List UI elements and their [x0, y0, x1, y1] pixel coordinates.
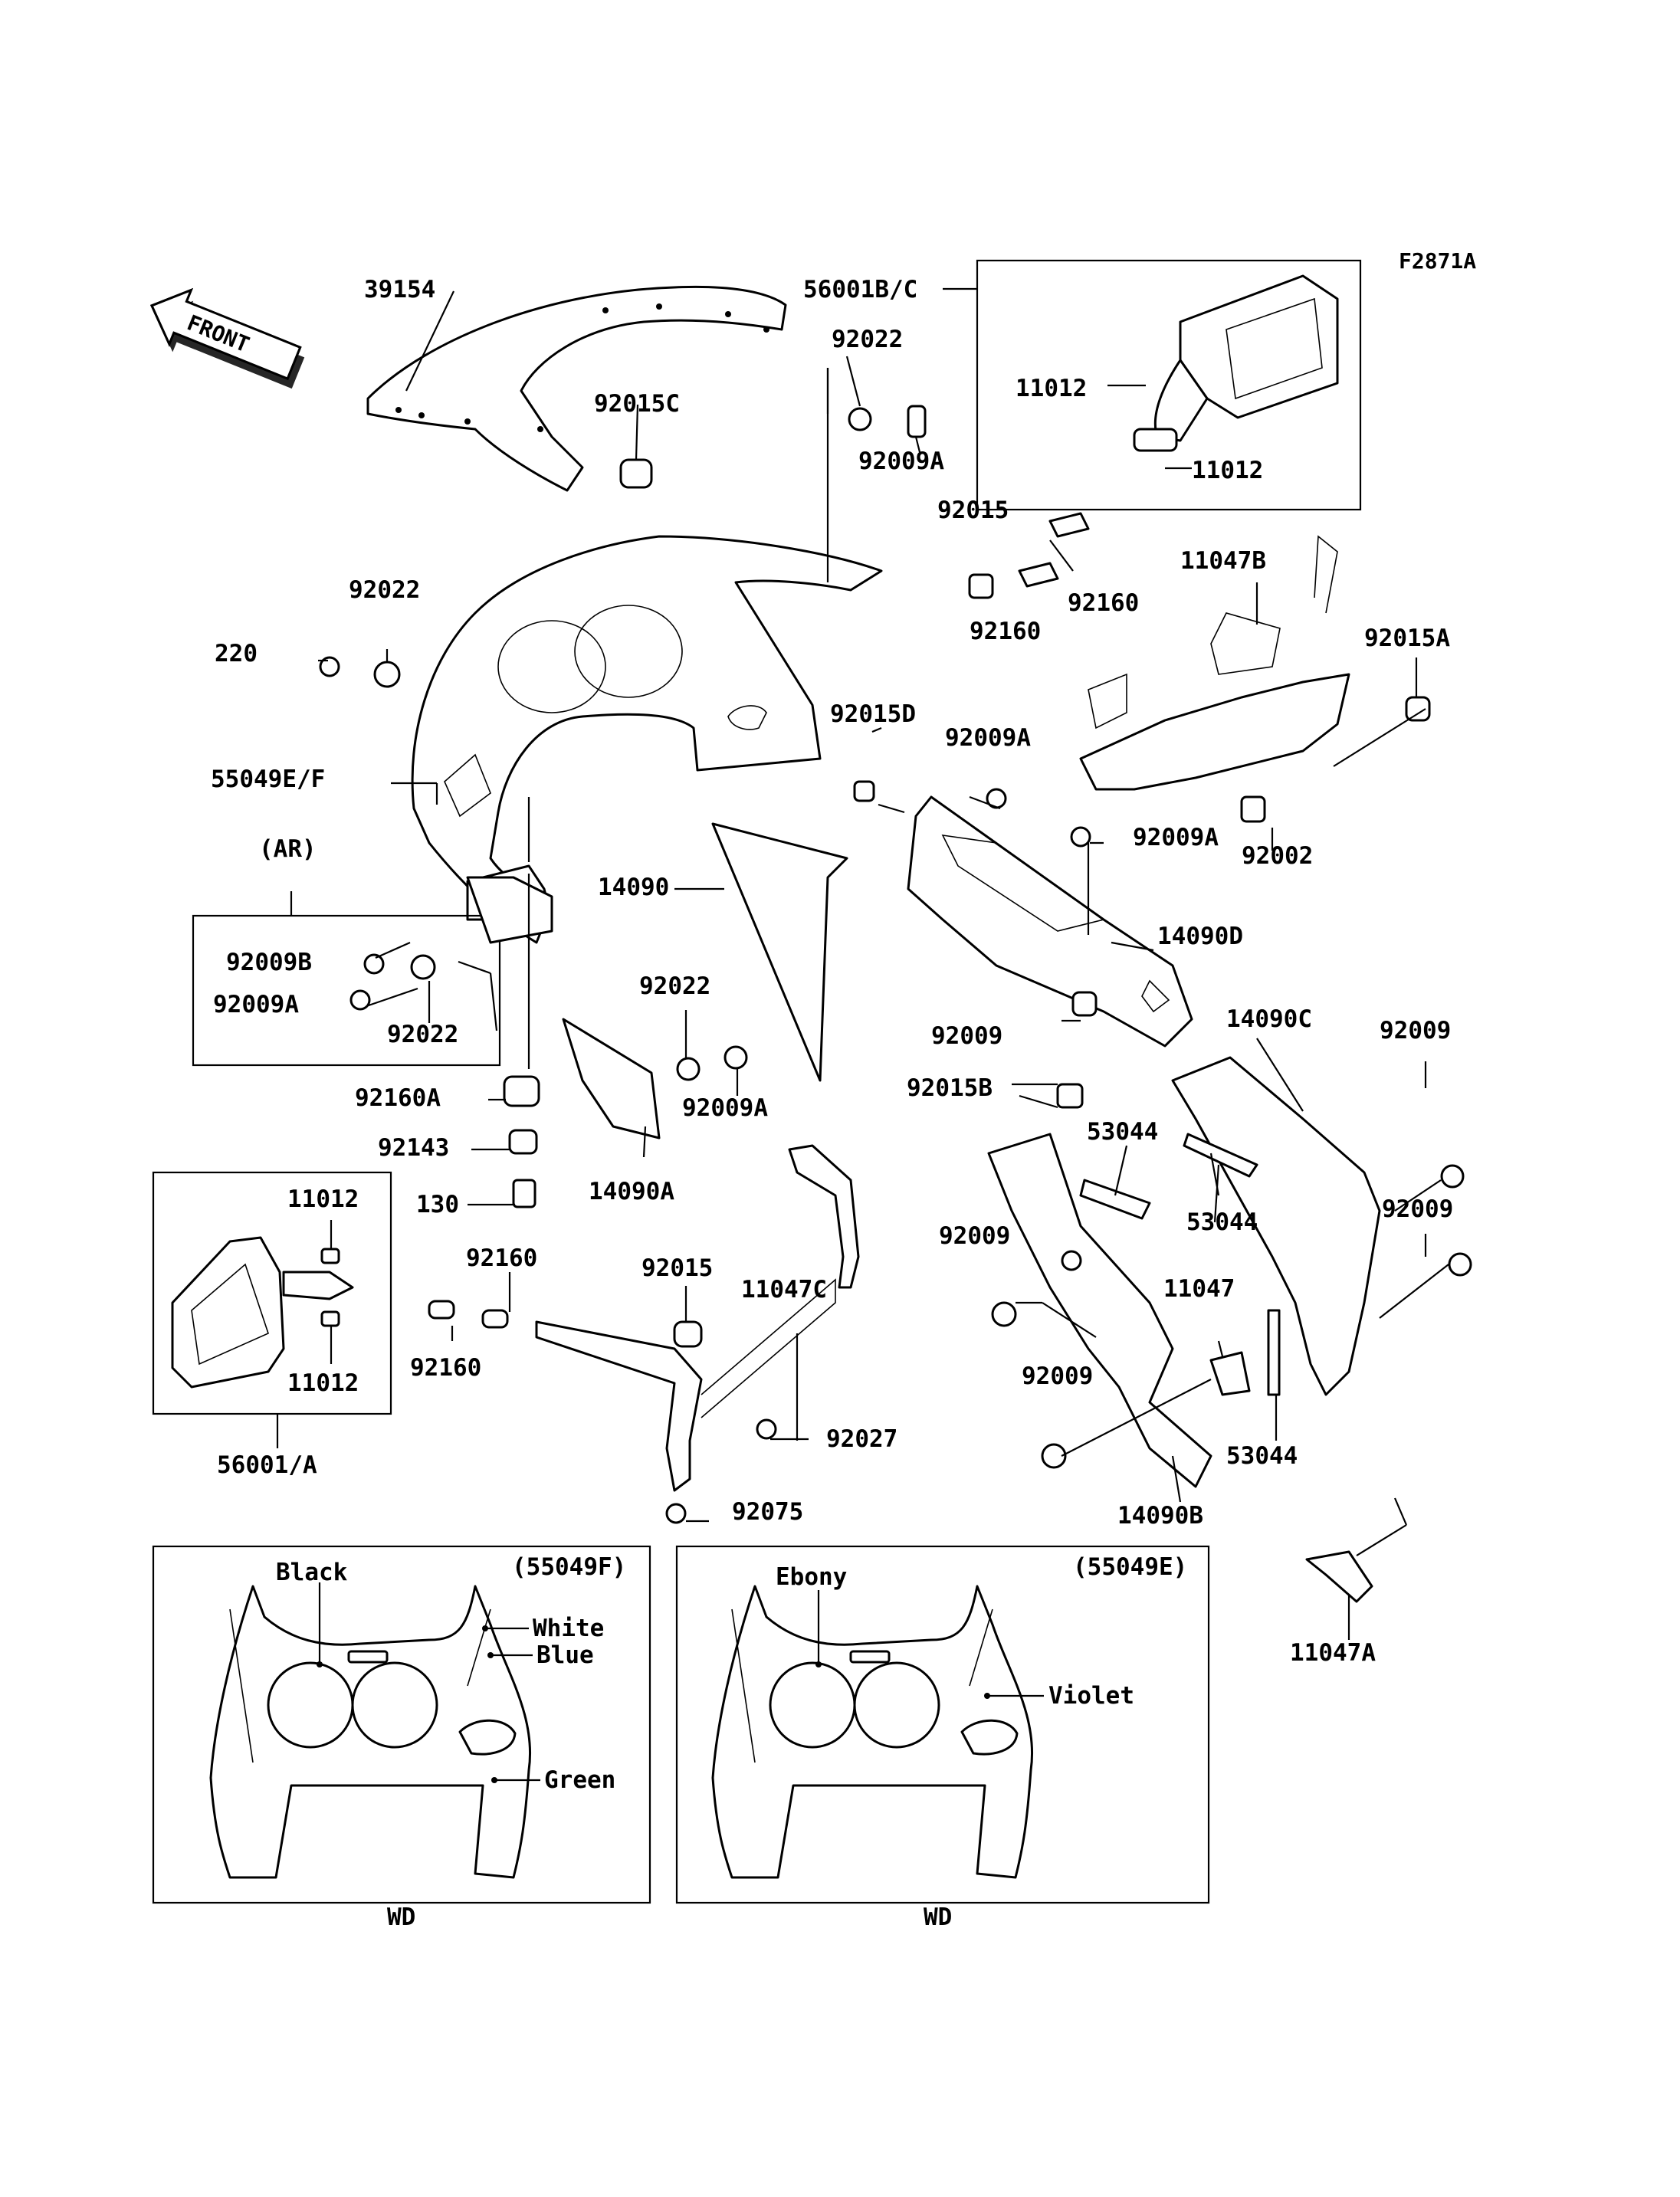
windshield-part — [366, 285, 787, 492]
part-label: 11047B — [1180, 547, 1266, 575]
part-label: 92160 — [1068, 589, 1139, 617]
color-inset-left: (55049F) Black White Blue Green WD — [152, 1545, 651, 1931]
front-arrow-icon: FRONT — [149, 287, 305, 389]
part-label: 92009 — [931, 1022, 1002, 1050]
part-label: 14090 — [598, 874, 669, 901]
part-label: 92160 — [410, 1354, 481, 1382]
part-label: 11012 — [1192, 457, 1263, 484]
side-cover-upper-part — [907, 795, 1193, 1048]
part-label: 92160 — [466, 1244, 537, 1272]
part-label: 92009A — [858, 448, 944, 475]
leader-lines — [276, 287, 1449, 1640]
hardware-icons — [319, 405, 1472, 1524]
part-label: 92009 — [1022, 1362, 1093, 1390]
lower-cowl-right-part — [1171, 1056, 1381, 1396]
mirror-right-inset — [976, 259, 1362, 511]
part-label: 92002 — [1242, 842, 1313, 870]
inset-code: (55049F) — [512, 1553, 626, 1581]
color-label: Blue — [536, 1641, 594, 1669]
part-label: 92143 — [378, 1134, 449, 1162]
mirror-right-part — [1133, 274, 1339, 452]
color-label: Violet — [1048, 1682, 1134, 1710]
part-label: 92009A — [1133, 824, 1219, 851]
inner-panel-a-part — [562, 1018, 661, 1139]
part-label: 92009B — [226, 949, 312, 976]
part-label: 11047C — [741, 1276, 827, 1303]
strip-c-part — [1267, 1309, 1281, 1396]
part-label: 92009 — [1380, 1017, 1451, 1044]
color-label: White — [533, 1615, 604, 1642]
part-label: 220 — [215, 640, 258, 667]
part-label: 92015C — [594, 390, 680, 418]
part-label: 56001B/C — [803, 276, 917, 303]
part-label: 92160A — [355, 1084, 441, 1112]
lower-cowl-left-part — [987, 1133, 1212, 1488]
part-label: 92009 — [939, 1222, 1010, 1250]
color-label: Green — [544, 1766, 615, 1794]
part-label: 11012 — [287, 1369, 359, 1397]
part-label: 11047A — [1290, 1639, 1376, 1667]
inset-footer: WD — [387, 1904, 415, 1931]
part-label: 92009A — [945, 724, 1031, 752]
part-label: 92015 — [937, 497, 1009, 524]
part-label: 11012 — [1016, 375, 1087, 402]
strip-a-part — [1079, 1179, 1151, 1220]
part-label: 92075 — [732, 1498, 803, 1526]
figure-code: F2871A — [1399, 248, 1476, 274]
part-label: 92009A — [213, 991, 299, 1018]
part-label: 14090D — [1157, 923, 1243, 950]
strip-b-part — [1183, 1133, 1258, 1178]
part-label: 92009A — [682, 1094, 768, 1122]
part-label: 39154 — [364, 276, 435, 303]
stay-part — [535, 1144, 860, 1492]
part-label: 14090C — [1226, 1005, 1312, 1033]
part-label: 130 — [416, 1191, 459, 1218]
part-label: 92015A — [1364, 625, 1450, 652]
part-label: 92022 — [639, 972, 710, 1000]
part-label: 92027 — [826, 1425, 897, 1453]
ar-inset — [192, 914, 501, 1067]
part-labels: 39154 92015C 56001B/C 92022 92009A 11012… — [211, 276, 1453, 1667]
mirror-left-inset — [152, 1171, 392, 1415]
mirror-left-part — [171, 1236, 354, 1389]
part-label: 92022 — [832, 326, 903, 353]
part-label: 11047 — [1163, 1275, 1235, 1303]
sub-frame-part — [1079, 535, 1350, 791]
part-label: 92009 — [1382, 1195, 1453, 1223]
fairing-mount-part — [466, 876, 553, 944]
part-label: 92160 — [970, 618, 1041, 645]
part-label: 14090B — [1117, 1502, 1203, 1530]
part-label: 92022 — [387, 1021, 458, 1048]
part-label: 92015B — [907, 1074, 993, 1102]
inner-panel-part — [711, 822, 848, 1082]
inset-footer: WD — [924, 1904, 952, 1931]
bracket-11047-part — [1209, 1351, 1251, 1396]
part-label: 92015D — [830, 700, 916, 728]
part-label: (AR) — [259, 835, 317, 863]
part-label: 92022 — [349, 576, 420, 604]
color-label: Ebony — [776, 1563, 847, 1591]
bracket-11047a-part — [1305, 1550, 1373, 1603]
part-label: 55049E/F — [211, 766, 325, 793]
part-label: 14090A — [589, 1178, 674, 1205]
part-label: 53044 — [1087, 1118, 1158, 1146]
part-label: 11012 — [287, 1185, 359, 1213]
part-label: 92015 — [641, 1254, 713, 1282]
part-label: 56001/A — [217, 1451, 317, 1479]
part-label: 53044 — [1226, 1442, 1298, 1470]
inset-code: (55049E) — [1073, 1553, 1187, 1581]
color-label: Black — [276, 1559, 348, 1586]
color-inset-right: (55049E) Ebony Violet WD — [675, 1545, 1210, 1931]
part-label: 53044 — [1186, 1208, 1258, 1236]
